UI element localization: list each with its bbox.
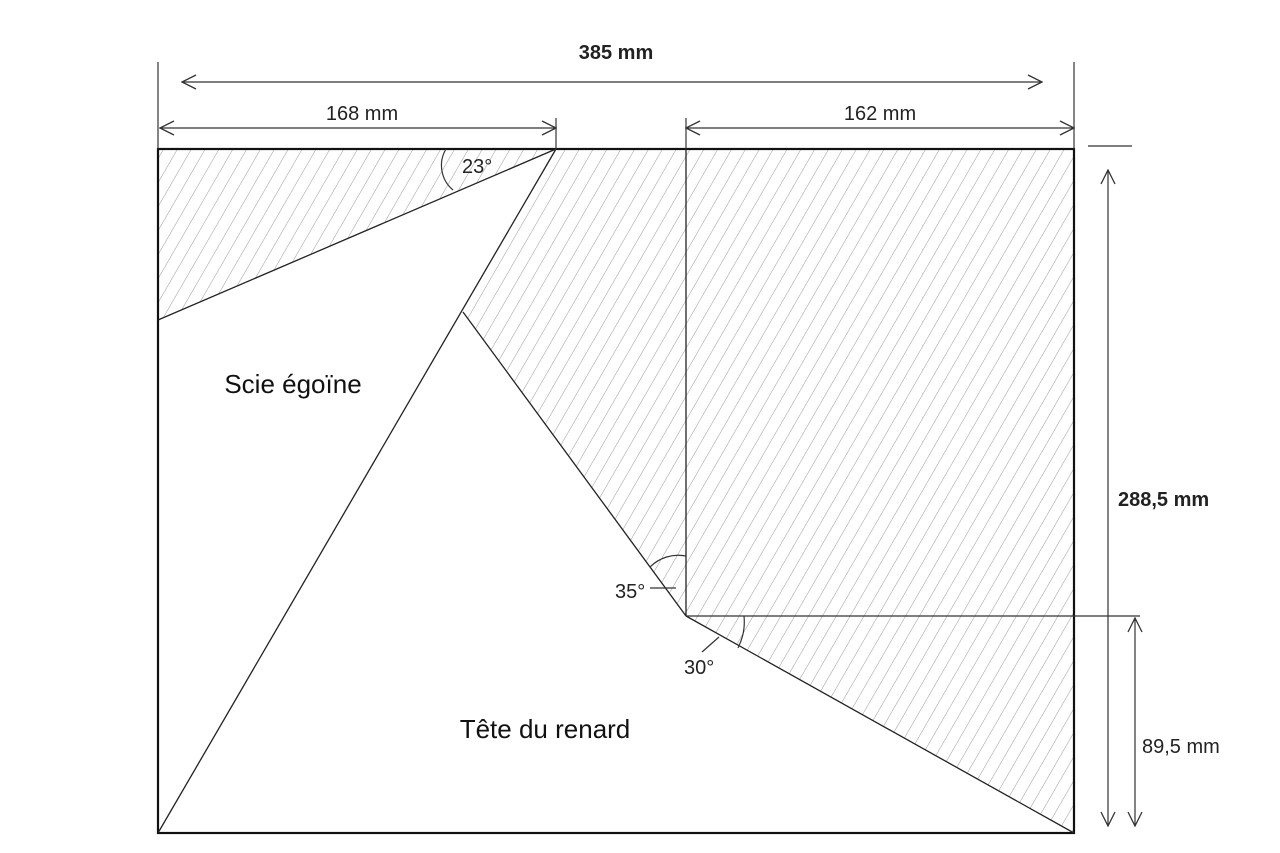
angle-label-lower: 30° [684,657,714,679]
dimension-right-width: 162 mm [844,103,916,125]
angle-arc-lower [737,615,745,649]
hatched-region-right [686,149,1074,833]
angle-tick-lower [701,636,720,653]
cut-line-fox-upper [462,311,687,617]
dimension-total-width: 385 mm [579,42,654,64]
hatched-region-center [463,149,686,616]
dimension-left-width: 168 mm [326,103,398,125]
board-outline [156,147,1076,835]
cut-line-saw-top [157,148,557,321]
cut-line-fox-left [157,148,557,834]
angle-arc-middle [649,554,687,568]
angle-arc-top [440,148,454,191]
piece-label-saw: Scie égoïne [224,369,361,399]
dimension-total-height: 288,5 mm [1118,489,1209,511]
dimension-lower-height: 89,5 mm [1142,736,1220,758]
piece-label-fox: Tête du renard [460,714,631,744]
cut-line-fox-lower [685,615,1075,834]
angle-label-middle: 35° [615,581,645,603]
angle-label-top: 23° [462,156,492,178]
